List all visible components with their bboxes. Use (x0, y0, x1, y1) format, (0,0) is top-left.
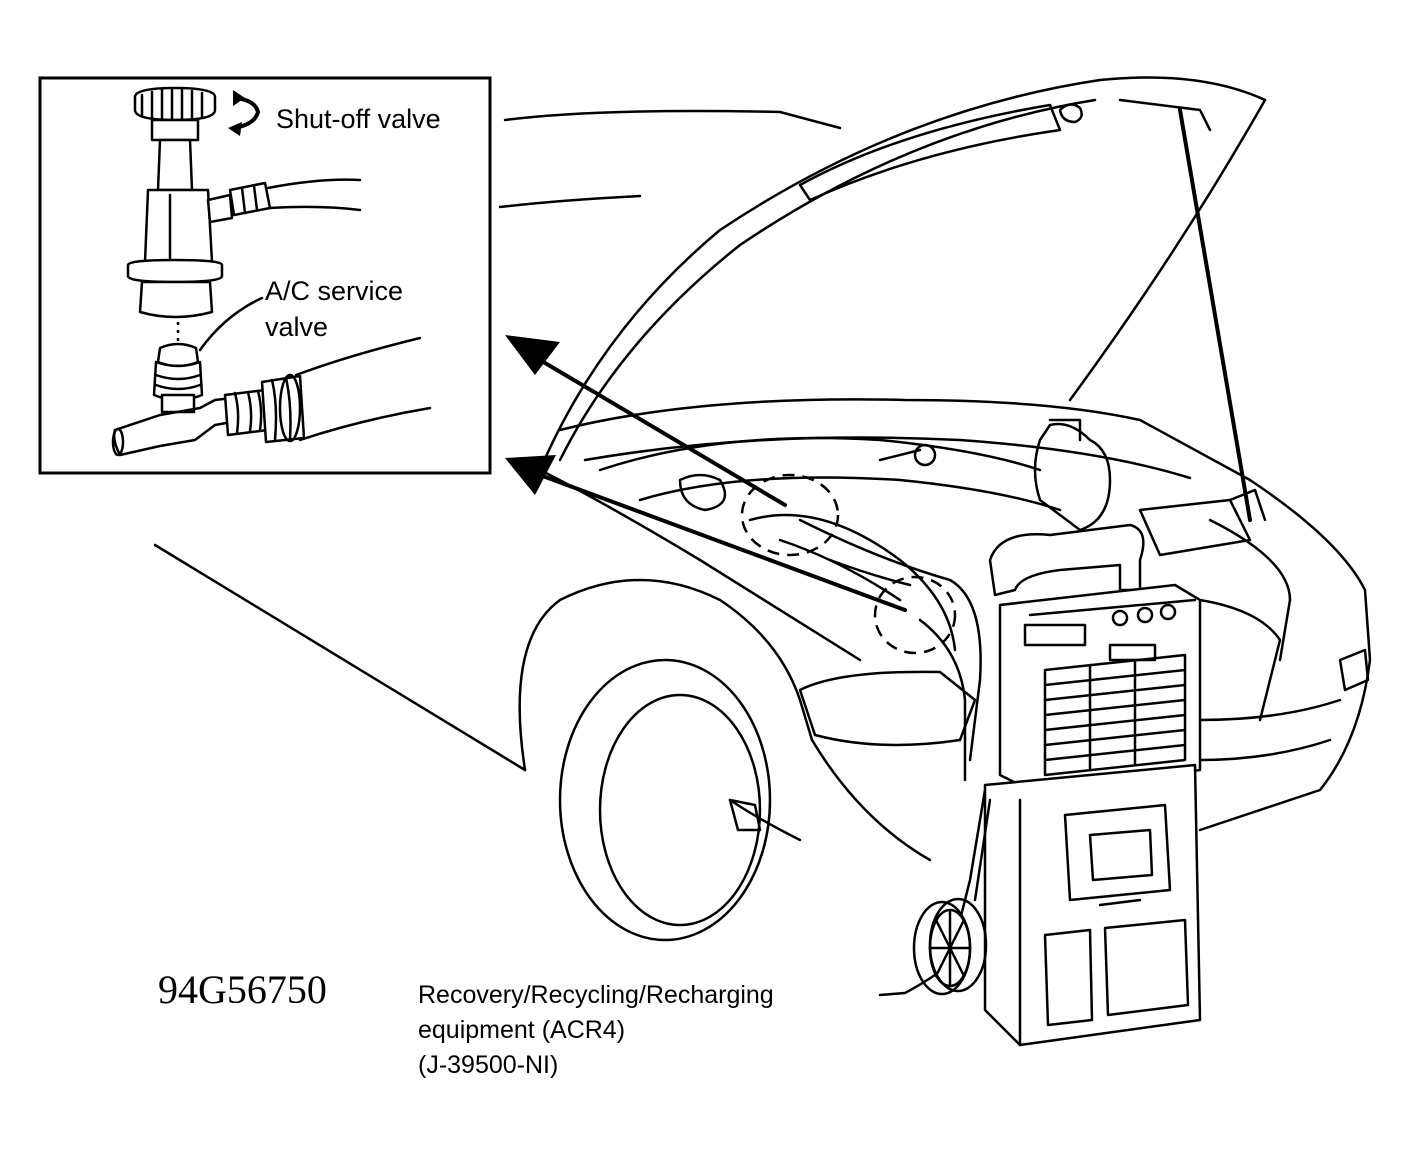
upper-arrowhead (505, 335, 560, 375)
equipment-label-line2: equipment (ACR4) (418, 1016, 626, 1044)
ac-service-valve-label-line1: A/C service (265, 276, 404, 306)
shutoff-valve-label: Shut-off valve (276, 104, 441, 134)
figure-code: 94G56750 (158, 967, 327, 1012)
lower-arrowhead (505, 455, 556, 495)
open-hood (538, 76, 1267, 522)
equipment-label-line1: Recovery/Recycling/Recharging (418, 981, 774, 1009)
equipment-leader-line (878, 973, 937, 997)
service-hoses (798, 518, 982, 782)
high-pressure-port-marker (740, 473, 840, 557)
inset-detail-box (38, 76, 492, 475)
engine-bay (598, 418, 1267, 652)
low-pressure-port-marker (873, 575, 957, 655)
pointer-arrows (505, 335, 907, 612)
ac-service-valve-label-line2: valve (265, 312, 329, 342)
front-wheel (558, 658, 772, 942)
equipment-label-line3: (J-39500-NI) (418, 1051, 559, 1079)
acr4-equipment (912, 523, 1202, 1047)
